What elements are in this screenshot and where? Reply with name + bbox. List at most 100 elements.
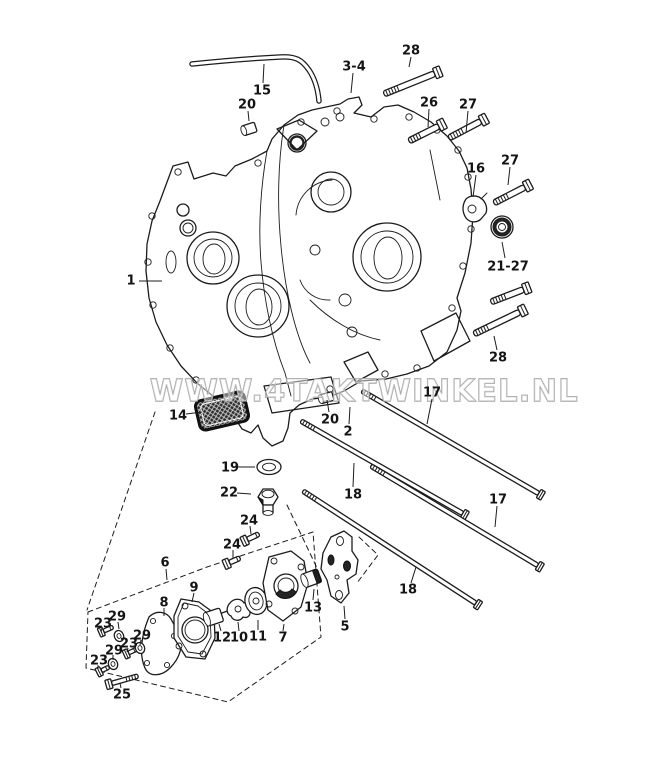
- leader-line: [117, 621, 120, 630]
- bottom-screen: [263, 376, 340, 414]
- part-label: 17: [489, 493, 507, 508]
- leader-line: [262, 63, 265, 84]
- pump-body-7: [262, 550, 309, 622]
- washer: [113, 629, 125, 643]
- part-label: 24: [223, 538, 241, 553]
- leader-line: [191, 592, 195, 603]
- lower-boss-hatch: [343, 351, 379, 383]
- leader-line: [185, 411, 203, 415]
- pump-outer-rotor-11: [244, 586, 268, 616]
- part-label: 12: [213, 631, 231, 646]
- drain-bolt: [257, 488, 279, 516]
- part-label: 14: [169, 409, 187, 424]
- washer: [134, 641, 146, 655]
- leader-line: [472, 174, 477, 198]
- leader-line: [352, 462, 355, 488]
- leader-line: [410, 566, 417, 584]
- dashed-panel: [85, 411, 379, 703]
- leader-line: [126, 647, 129, 653]
- leader-line: [218, 623, 222, 632]
- part-label: 10: [230, 631, 248, 646]
- crankcase-left-bores: [165, 203, 290, 338]
- side-cover-plate: [320, 530, 359, 604]
- part-label: 13: [304, 601, 322, 616]
- part-label: 16: [467, 162, 485, 177]
- breather-tube: [189, 54, 322, 104]
- leader-line: [348, 406, 351, 425]
- part-label: 23: [90, 654, 108, 669]
- crankcase-assembly: [144, 96, 475, 447]
- part-label: 25: [113, 688, 131, 703]
- leader-line: [326, 399, 330, 413]
- part-label: 18: [344, 488, 362, 503]
- leader-line: [119, 682, 122, 689]
- part-label: 20: [321, 413, 339, 428]
- case-seam-line-2: [278, 124, 311, 364]
- hex-bolt-28: [382, 65, 444, 97]
- part-label: 18: [399, 583, 417, 598]
- screw-25: [104, 673, 139, 691]
- dowel-pin-top: [240, 121, 258, 136]
- oil-pump-group: [140, 550, 322, 676]
- screw-24: [221, 555, 242, 570]
- leader-line: [282, 623, 285, 632]
- hex-bolt-27: [489, 281, 533, 305]
- leader-line: [247, 110, 250, 122]
- leader-line: [465, 110, 469, 134]
- part-label: 21-27: [487, 260, 529, 275]
- leader-line: [493, 335, 498, 351]
- part-label: 8: [159, 596, 168, 611]
- leader-line: [494, 505, 498, 528]
- part-label: 3-4: [342, 60, 366, 75]
- part-label: 23: [120, 637, 138, 652]
- part-label: 7: [278, 631, 287, 646]
- side-fins-screen: [420, 312, 471, 362]
- oil-seal: [490, 215, 514, 239]
- part-label: 1: [126, 274, 135, 289]
- crankcase-right-bolt-holes: [297, 107, 475, 393]
- part-label: 19: [221, 461, 239, 476]
- leader-line: [350, 72, 354, 94]
- part-label: 29: [105, 644, 123, 659]
- part-label: 24: [240, 514, 258, 529]
- part-label: 2: [343, 425, 352, 440]
- screw-24: [239, 531, 261, 547]
- leader-line: [165, 568, 168, 581]
- dowel-pin-bottom: [317, 391, 335, 405]
- part-label: 20: [238, 98, 256, 113]
- part-label: 11: [249, 630, 267, 645]
- part-label: 29: [108, 610, 126, 625]
- leader-line: [507, 166, 511, 186]
- part-label: 22: [220, 486, 238, 501]
- leader-line: [237, 621, 240, 632]
- part-label: 17: [423, 386, 441, 401]
- part-label: 5: [340, 620, 349, 635]
- oil-strainer: [193, 390, 251, 432]
- leader-line: [343, 605, 346, 620]
- top-boss-hatch: [276, 119, 318, 151]
- part-label: 27: [459, 98, 477, 113]
- leader-line: [249, 525, 252, 535]
- stud-bolt-17: [360, 389, 546, 501]
- leader-line: [426, 398, 433, 425]
- part-label: 28: [489, 351, 507, 366]
- stud-bolt-18: [301, 489, 483, 611]
- leader-line: [408, 56, 412, 68]
- stud-bolt-17: [369, 464, 545, 573]
- part-label: 27: [501, 154, 519, 169]
- leader-line: [312, 588, 315, 601]
- part-label: 6: [160, 556, 169, 571]
- wire-clip: [462, 192, 488, 223]
- pump-inner-rotor-10: [226, 598, 251, 621]
- part-label: 26: [420, 96, 438, 111]
- part-label: 15: [253, 84, 271, 99]
- part-label: 28: [402, 44, 420, 59]
- watermark-text: WWW.4TAKTWINKEL.NL: [150, 374, 579, 409]
- hex-bolt-27: [447, 112, 490, 141]
- leader-line: [139, 639, 142, 646]
- hex-bolt-28: [472, 303, 529, 337]
- washer: [107, 657, 119, 671]
